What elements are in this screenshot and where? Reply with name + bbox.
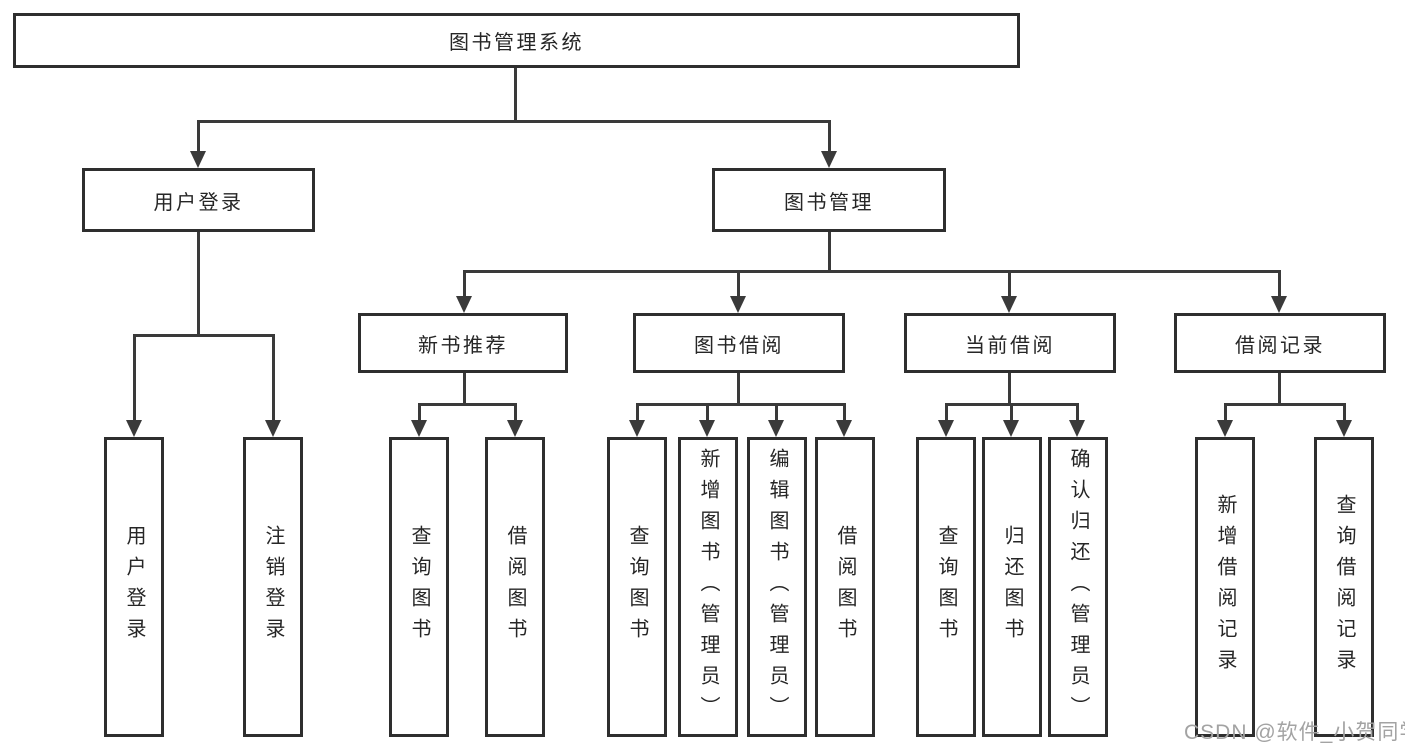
leaf-user-login-label: 用户登录	[123, 525, 145, 649]
node-book-borrow-label: 图书借阅	[694, 334, 784, 357]
node-borrow-record-label: 借阅记录	[1235, 334, 1325, 357]
node-new-book-recommend-label: 新书推荐	[418, 334, 508, 357]
leaf-edit-book-admin-label: 编辑图书（管理员）	[766, 447, 788, 727]
edge-current-borrow-stem	[1008, 373, 1011, 405]
arrow-down-icon	[938, 420, 954, 437]
edge-to-leaf	[1343, 403, 1346, 422]
leaf-return-book: 归还图书	[982, 437, 1042, 737]
arrow-down-icon	[1001, 296, 1017, 313]
arrow-down-icon	[1271, 296, 1287, 313]
edge-to-book-management	[828, 120, 831, 153]
edge-user-login-rail	[133, 334, 274, 337]
edge-borrow-record-stem	[1278, 373, 1281, 405]
edge-to-leaf	[1076, 403, 1079, 422]
edge-book-borrow-stem	[737, 373, 740, 405]
edge-recommend-rail	[418, 403, 516, 406]
edge-to-leaf-logout	[272, 334, 275, 422]
edge-book-management-stem	[828, 232, 831, 272]
edge-user-login-stem	[197, 232, 200, 336]
arrow-down-icon	[456, 296, 472, 313]
node-user-login: 用户登录	[82, 168, 315, 232]
arrow-down-icon	[730, 296, 746, 313]
node-book-borrow: 图书借阅	[633, 313, 845, 373]
edge-to-leaf	[1224, 403, 1227, 422]
edge-book-borrow-rail	[636, 403, 846, 406]
edge-to-borrow-record	[1278, 270, 1281, 298]
edge-to-new-book-recommend	[463, 270, 466, 298]
edge-book-management-rail	[463, 270, 1281, 273]
node-root: 图书管理系统	[13, 13, 1020, 68]
leaf-confirm-return-admin: 确认归还（管理员）	[1048, 437, 1108, 737]
leaf-add-borrow-record-label: 新增借阅记录	[1214, 494, 1236, 680]
leaf-borrow-book-recommend-label: 借阅图书	[504, 525, 526, 649]
edge-to-leaf	[514, 403, 517, 422]
edge-root-stem	[514, 68, 517, 122]
leaf-user-login: 用户登录	[104, 437, 164, 737]
leaf-query-book-borrow: 查询图书	[607, 437, 667, 737]
leaf-query-book-recommend-label: 查询图书	[408, 525, 430, 649]
edge-to-leaf	[706, 403, 709, 422]
node-current-borrow-label: 当前借阅	[965, 334, 1055, 357]
leaf-add-borrow-record: 新增借阅记录	[1195, 437, 1255, 737]
arrow-down-icon	[1217, 420, 1233, 437]
edge-to-current-borrow	[1008, 270, 1011, 298]
edge-to-leaf	[775, 403, 778, 422]
leaf-borrow-book-borrow: 借阅图书	[815, 437, 875, 737]
edge-to-user-login	[197, 120, 200, 153]
leaf-borrow-book-borrow-label: 借阅图书	[834, 525, 856, 649]
edge-to-leaf	[1010, 403, 1013, 422]
csdn-watermark: CSDN @软件_小贺同学	[1184, 721, 1405, 744]
arrow-down-icon	[768, 420, 784, 437]
node-new-book-recommend: 新书推荐	[358, 313, 568, 373]
leaf-query-book-current-label: 查询图书	[935, 525, 957, 649]
arrow-down-icon	[507, 420, 523, 437]
leaf-edit-book-admin: 编辑图书（管理员）	[747, 437, 807, 737]
edge-to-book-borrow	[737, 270, 740, 298]
leaf-add-book-admin-label: 新增图书（管理员）	[697, 447, 719, 727]
leaf-return-book-label: 归还图书	[1001, 525, 1023, 649]
arrow-down-icon	[265, 420, 281, 437]
node-book-management: 图书管理	[712, 168, 946, 232]
edge-to-leaf	[418, 403, 421, 422]
leaf-borrow-book-recommend: 借阅图书	[485, 437, 545, 737]
arrow-down-icon	[821, 151, 837, 168]
edge-to-leaf	[636, 403, 639, 422]
node-user-login-label: 用户登录	[153, 191, 244, 214]
leaf-logout: 注销登录	[243, 437, 303, 737]
leaf-query-book-borrow-label: 查询图书	[626, 525, 648, 649]
edge-to-leaf-user-login	[133, 334, 136, 422]
leaf-logout-label: 注销登录	[262, 525, 284, 649]
arrow-down-icon	[699, 420, 715, 437]
edge-root-rail	[197, 120, 830, 123]
leaf-confirm-return-admin-label: 确认归还（管理员）	[1067, 447, 1089, 727]
arrow-down-icon	[126, 420, 142, 437]
edge-to-leaf	[843, 403, 846, 422]
node-book-management-label: 图书管理	[784, 191, 874, 214]
leaf-query-borrow-record: 查询借阅记录	[1314, 437, 1374, 737]
arrow-down-icon	[629, 420, 645, 437]
arrow-down-icon	[411, 420, 427, 437]
edge-recommend-stem	[463, 373, 466, 405]
leaf-query-book-recommend: 查询图书	[389, 437, 449, 737]
leaf-query-book-current: 查询图书	[916, 437, 976, 737]
arrow-down-icon	[190, 151, 206, 168]
arrow-down-icon	[1336, 420, 1352, 437]
node-root-label: 图书管理系统	[449, 32, 584, 54]
node-current-borrow: 当前借阅	[904, 313, 1116, 373]
arrow-down-icon	[1069, 420, 1085, 437]
leaf-query-borrow-record-label: 查询借阅记录	[1333, 494, 1355, 680]
edge-to-leaf	[945, 403, 948, 422]
edge-borrow-record-rail	[1224, 403, 1345, 406]
leaf-add-book-admin: 新增图书（管理员）	[678, 437, 738, 737]
node-borrow-record: 借阅记录	[1174, 313, 1386, 373]
arrow-down-icon	[1003, 420, 1019, 437]
arrow-down-icon	[836, 420, 852, 437]
